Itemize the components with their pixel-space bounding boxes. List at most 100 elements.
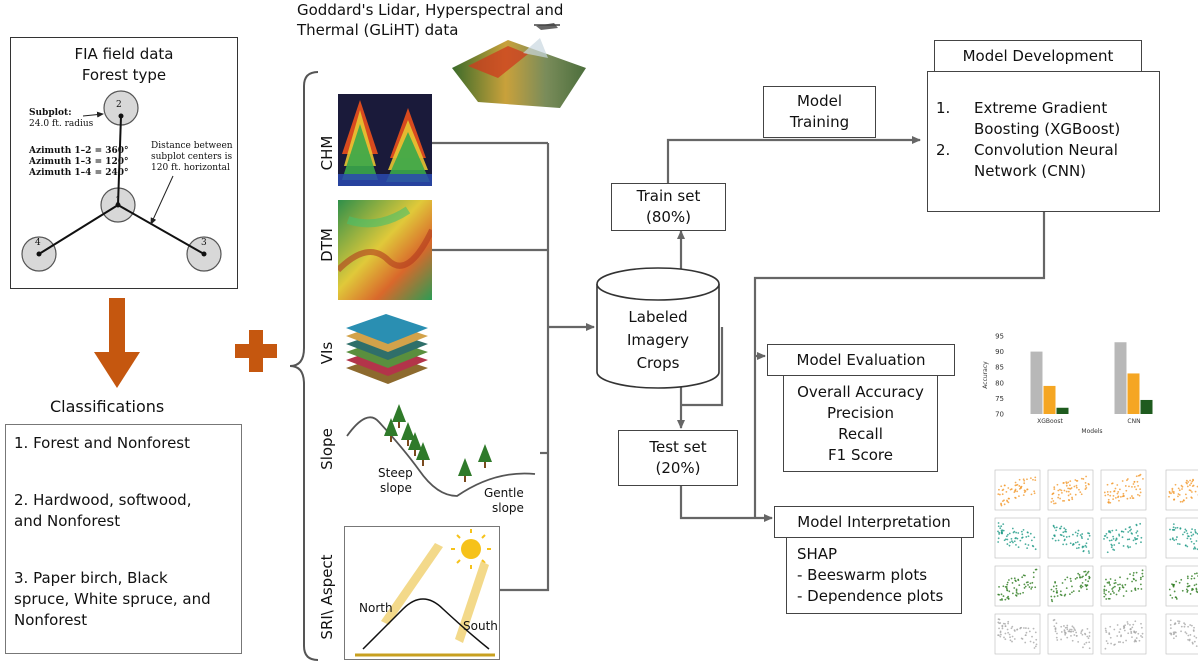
shap-point: [1110, 642, 1113, 645]
shap-point: [1088, 552, 1091, 554]
shap-point: [1085, 475, 1088, 478]
shap-point: [1065, 490, 1068, 493]
shap-point: [1025, 581, 1028, 584]
shap-point: [1072, 590, 1075, 593]
shap-point: [1055, 529, 1057, 532]
shap-point: [1169, 619, 1172, 622]
shap-point: [1111, 529, 1114, 532]
shap-point: [1013, 577, 1016, 580]
shap-point: [1014, 537, 1017, 540]
shap-point: [1053, 625, 1056, 628]
shap-point: [1107, 597, 1110, 600]
shap-point: [1186, 532, 1189, 535]
shap-point: [1169, 538, 1172, 541]
shap-point: [1084, 570, 1087, 573]
shap-point: [1171, 487, 1174, 490]
shap-point: [1190, 491, 1193, 493]
x-tick-label: XGBoost: [1037, 418, 1063, 425]
shap-point: [1169, 627, 1172, 630]
shap-point: [1071, 625, 1074, 628]
shap-point: [1173, 529, 1176, 531]
shap-point: [1087, 482, 1090, 485]
shap-point: [1086, 635, 1089, 638]
shap-point: [1069, 542, 1072, 545]
shap-point: [1000, 532, 1003, 535]
model-item-1-number: 1.: [936, 99, 951, 117]
shap-point: [1051, 497, 1054, 500]
shap-point: [1129, 624, 1131, 626]
shap-point: [1066, 624, 1069, 627]
shap-point: [1084, 544, 1087, 547]
shap-point: [1187, 625, 1189, 628]
shap-point: [1031, 581, 1034, 584]
shap-point: [1060, 594, 1063, 597]
shap-point: [1060, 489, 1063, 492]
bar: [1127, 373, 1140, 414]
shap-point: [1018, 584, 1021, 587]
shap-point: [1174, 527, 1177, 529]
shap-point: [1055, 584, 1058, 587]
fia-field-data-panel: FIA field data Forest type 2 1 4 3 Subpl: [10, 37, 238, 289]
shap-point: [1140, 635, 1142, 637]
shap-point: [1105, 631, 1108, 634]
shap-point: [1013, 638, 1016, 640]
shap-point: [1132, 483, 1135, 485]
shap-point: [1072, 542, 1075, 545]
shap-point: [1126, 538, 1129, 541]
shap-point: [997, 493, 1000, 495]
shap-point: [1129, 526, 1132, 528]
shap-point: [1063, 499, 1066, 502]
shap-point: [1172, 637, 1175, 640]
shap-point: [1088, 641, 1091, 644]
shap-point: [1114, 579, 1117, 582]
shap-point: [1172, 526, 1175, 529]
shap-point: [1004, 632, 1007, 635]
shap-point: [1119, 576, 1121, 579]
shap-point: [1022, 528, 1025, 531]
shap-point: [1177, 493, 1180, 495]
shap-plot-cell: [994, 469, 1041, 511]
shap-point: [1008, 544, 1011, 547]
shap-point: [1002, 585, 1005, 588]
sri-aspect-panel: North South: [344, 526, 500, 660]
shap-point: [1141, 636, 1144, 639]
shap-point: [1139, 473, 1142, 476]
shap-point: [1107, 493, 1109, 496]
shap-point: [1024, 543, 1027, 546]
shap-point: [1053, 502, 1055, 505]
shap-point: [1180, 625, 1183, 628]
shap-plot-cell: [1047, 517, 1094, 559]
shap-point: [1011, 527, 1014, 530]
shap-point: [1122, 492, 1125, 495]
shap-point: [1105, 578, 1107, 581]
shap-point: [1004, 598, 1007, 601]
shap-point: [1085, 542, 1088, 545]
shap-point: [1106, 581, 1109, 584]
shap-point: [1061, 582, 1064, 584]
shap-point: [1132, 539, 1135, 542]
shap-point: [1186, 582, 1189, 585]
shap-point: [1057, 493, 1060, 496]
shap-label: SHAP: [797, 545, 838, 563]
shap-point: [1190, 534, 1193, 537]
shap-point: [1065, 536, 1068, 538]
shap-point: [1113, 544, 1116, 546]
shap-point: [1081, 546, 1084, 549]
shap-point: [1116, 624, 1119, 626]
north-label: North: [359, 601, 393, 615]
shap-point: [1186, 537, 1189, 540]
shap-point: [1050, 501, 1053, 503]
shap-point: [1014, 481, 1017, 484]
shap-point: [1115, 529, 1118, 532]
shap-point: [1054, 539, 1057, 542]
shap-point: [1195, 540, 1198, 542]
shap-point: [1194, 490, 1197, 493]
shap-point: [1067, 487, 1070, 490]
shap-point: [1190, 482, 1193, 485]
shap-point: [1076, 576, 1078, 579]
shap-point: [1015, 484, 1018, 487]
shap-point: [1126, 545, 1129, 548]
shap-point: [1016, 490, 1019, 493]
shap-point: [1080, 584, 1083, 587]
shap-point: [1075, 484, 1078, 487]
